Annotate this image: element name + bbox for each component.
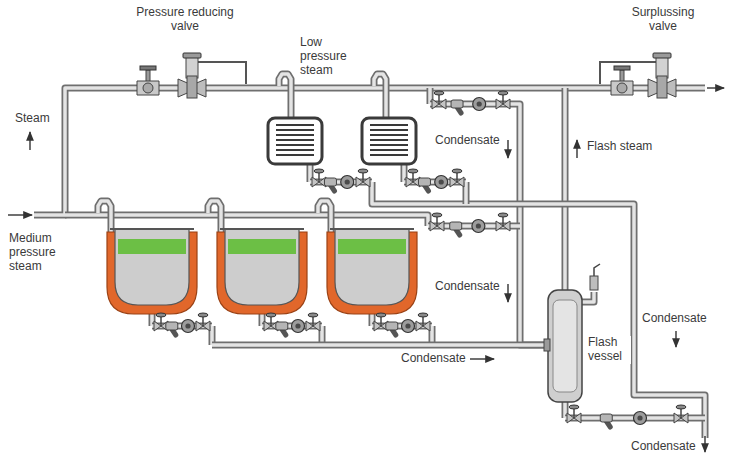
pipe-label: Condensate	[434, 280, 502, 294]
jacketed-pan	[217, 229, 307, 314]
pipe-bore	[512, 104, 548, 345]
pipe-outline	[512, 223, 520, 230]
pipe-bore	[563, 88, 567, 292]
safety-valve	[590, 264, 600, 290]
pipe-bore	[212, 343, 548, 347]
flow-arrow	[707, 87, 724, 88]
strainer	[386, 322, 398, 335]
pressure-control-valve	[600, 53, 676, 98]
pipe-outline	[565, 415, 690, 422]
unit-heater	[268, 118, 322, 164]
steam-trap	[402, 320, 415, 333]
pipe-bore	[512, 224, 520, 228]
isolation-valve	[432, 91, 446, 109]
pipe-bore	[208, 201, 221, 236]
flow-arrow	[675, 331, 676, 347]
pipe-label: Flash steam	[586, 140, 666, 154]
components	[8, 53, 724, 452]
pipe-bore	[582, 292, 594, 302]
steam-trap	[292, 320, 305, 333]
steam-trap	[341, 176, 354, 189]
strainer	[450, 222, 462, 235]
pipe-outline	[374, 74, 386, 120]
pipe-outline	[212, 342, 548, 349]
pipe-label: Medium pressure steam	[8, 232, 72, 273]
steam-trap	[473, 98, 486, 111]
pipe-bore	[565, 416, 690, 420]
pipe-label: Condensate	[434, 134, 502, 148]
stop-valve	[137, 66, 159, 95]
pipe-label: Pressure reducing valve	[128, 6, 242, 34]
isolation-valve	[430, 213, 444, 231]
pipe-bore	[65, 215, 428, 226]
pipe-outline	[65, 215, 428, 226]
pipe-outline	[279, 74, 291, 120]
pipe-bore	[374, 74, 386, 120]
isolation-valve	[416, 313, 430, 331]
strainer	[600, 414, 612, 427]
isolation-valve	[567, 405, 581, 423]
pipe-outline	[562, 88, 569, 292]
pipe-outline	[318, 201, 331, 236]
pipe-bore	[372, 182, 705, 438]
steam-trap	[472, 220, 485, 233]
strainer	[324, 178, 336, 191]
isolation-valve	[496, 91, 510, 109]
isolation-valve	[674, 405, 688, 423]
flash-vessel	[544, 290, 582, 402]
pipe-label: Low pressure steam	[299, 36, 357, 77]
stop-valve	[611, 66, 633, 95]
isolation-valve	[196, 313, 210, 331]
strainer	[418, 178, 430, 191]
pipe-label: Flash vessel	[587, 336, 631, 364]
pipe-outline	[208, 201, 221, 236]
isolation-valve	[312, 169, 326, 187]
flow-arrow	[8, 214, 32, 215]
jacketed-pan	[327, 229, 417, 314]
pipe-label: Condensate	[400, 352, 468, 366]
pipe-bore	[690, 416, 705, 420]
unit-heater	[362, 118, 416, 164]
isolation-valve	[496, 213, 510, 231]
steam-trap	[435, 176, 448, 189]
pipes	[34, 74, 705, 438]
pipe-outline	[512, 104, 548, 345]
isolation-valve	[406, 169, 420, 187]
pipe-outline	[372, 182, 705, 438]
pipe-outline	[582, 292, 594, 302]
pipe-bore	[464, 182, 468, 204]
steam-trap	[182, 320, 195, 333]
flow-arrow	[507, 140, 508, 158]
pipe-label: Steam	[14, 112, 58, 126]
jacketed-pan	[107, 229, 197, 314]
strainer	[451, 100, 463, 113]
flow-arrow	[576, 140, 577, 158]
pipe-bore	[279, 74, 291, 120]
strainer	[166, 322, 178, 335]
flow-arrow	[507, 284, 508, 302]
pipe-bore	[98, 201, 111, 236]
pipe-bore	[318, 201, 331, 236]
flow-arrow	[704, 436, 705, 452]
flow-arrow	[29, 132, 30, 150]
pressure-control-valve	[178, 53, 246, 98]
flow-arrow	[470, 358, 494, 359]
pipe-label: Condensate	[641, 312, 711, 326]
isolation-valve	[450, 169, 464, 187]
isolation-valve	[306, 313, 320, 331]
pipe-outline	[98, 201, 111, 236]
steam-trap	[634, 412, 647, 425]
pipe-outline	[690, 415, 705, 422]
pipe-label: Surplussing valve	[622, 6, 704, 34]
isolation-valve	[356, 169, 370, 187]
strainer	[276, 322, 288, 335]
pipe-label: Condensate	[630, 440, 700, 454]
